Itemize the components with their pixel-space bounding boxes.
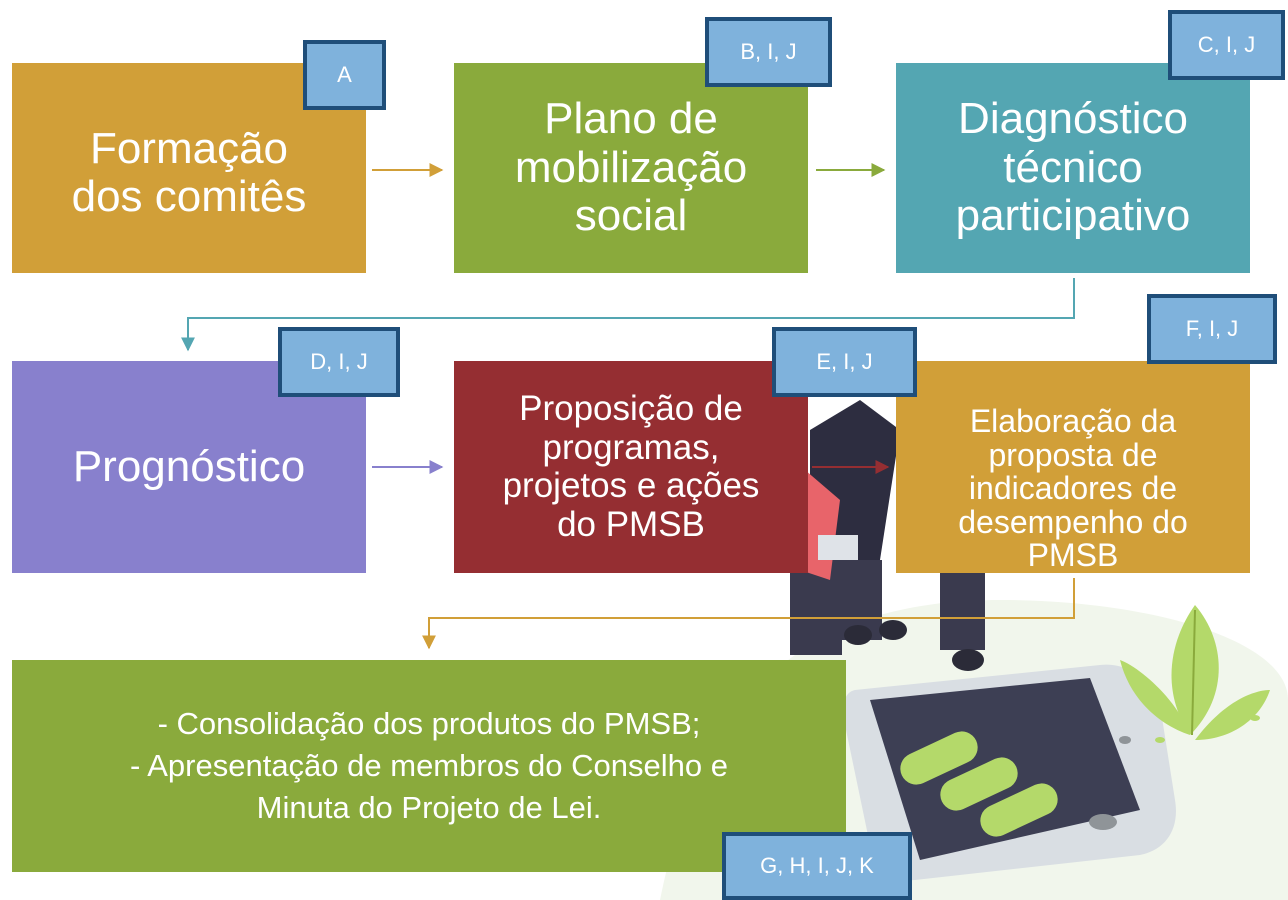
stage-text-line: social [574,191,688,241]
stage-consolidacao: - Consolidação dos produtos do PMSB; - Ap… [12,660,846,872]
stage-text-line: PMSB [1027,537,1119,574]
plant-illustration [1119,605,1270,744]
stage-text-line: - Apresentação de membros do Conselho e [130,748,728,784]
person-illustration [790,400,985,671]
stage-text-line: - Consolidação dos produtos do PMSB; [157,706,701,742]
stage-text-line: indicadores de [968,470,1178,507]
stage-text-line: programas, [542,427,720,467]
stage-text-line: técnico [1003,142,1143,192]
stage-text-line: Diagnóstico [958,94,1188,144]
stage-text-line: desempenho do [958,503,1188,540]
arrow-s6-s7 [422,578,1075,650]
tag-s7: G, H, I, J, K [722,832,912,900]
tag-s5: E, I, J [772,327,917,397]
stage-text-line: Minuta do Projeto de Lei. [256,789,602,825]
stage-text-line: Prognóstico [72,441,306,491]
tag-s1: A [303,40,386,110]
stage-text-line: projetos e ações [502,466,760,505]
stage-text-line: Plano de [544,94,718,144]
stage-text-line: proposta de [988,436,1158,473]
tag-s6: F, I, J [1147,294,1277,364]
stage-text-line: dos comitês [71,172,307,221]
stage-text-line: mobilização [514,142,748,192]
stage-text-line: Proposição de [519,389,743,428]
tag-s3: C, I, J [1168,10,1285,80]
arrow-s3-s4 [181,278,1075,352]
stage-text-line: Elaboração da [969,403,1177,440]
stage-text-line: do PMSB [557,504,705,544]
tag-s4: D, I, J [278,327,400,397]
stage-text-line: Formação [89,123,289,173]
tag-s2: B, I, J [705,17,832,87]
phone-illustration [843,664,1176,881]
stage-text-line: participativo [955,191,1191,241]
